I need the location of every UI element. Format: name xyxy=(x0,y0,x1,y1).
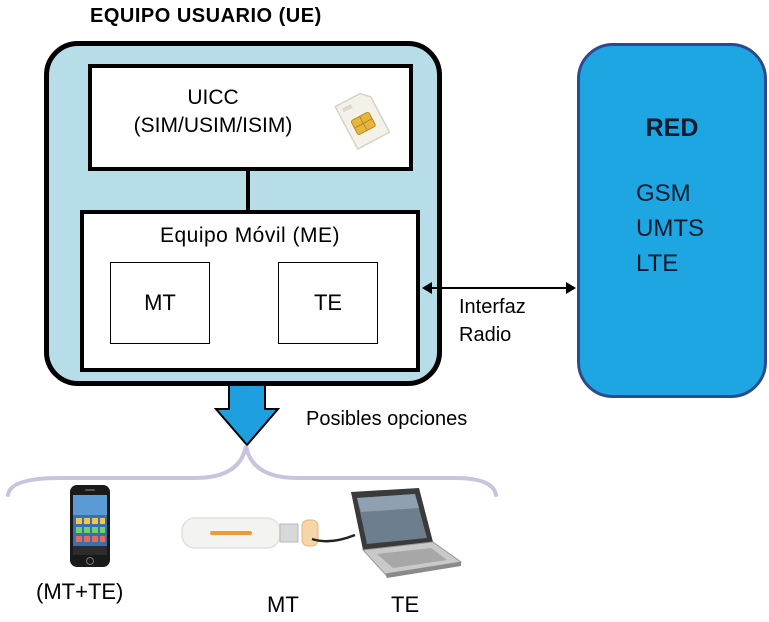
interface-label-line1: Interfaz xyxy=(459,296,526,318)
smartphone-icon xyxy=(70,485,110,567)
cable xyxy=(311,533,356,543)
laptop-label: TE xyxy=(391,592,420,617)
uicc-sublabel: (SIM/USIM/ISIM) xyxy=(133,114,293,137)
mt-box: MT xyxy=(110,262,210,344)
down-arrow xyxy=(214,384,280,447)
uicc-me-connector xyxy=(246,171,250,212)
network-tech-gsm: GSM xyxy=(636,180,691,207)
dongle-label: MT xyxy=(267,592,299,617)
network-tech-umts: UMTS xyxy=(636,215,704,242)
usb-dongle-icon xyxy=(181,517,319,549)
options-label: Posibles opciones xyxy=(306,408,468,430)
sim-card-icon xyxy=(334,92,391,151)
uicc-label: UICC xyxy=(187,86,239,109)
ue-title: EQUIPO USUARIO (UE) xyxy=(90,5,322,27)
options-brace xyxy=(6,445,498,497)
network-tech-lte: LTE xyxy=(636,250,679,277)
phone-label: (MT+TE) xyxy=(36,579,124,604)
radio-interface-arrow xyxy=(422,282,576,294)
network-title: RED xyxy=(645,114,699,142)
laptop-icon xyxy=(351,488,463,578)
me-title: Equipo Móvil (ME) xyxy=(159,224,341,247)
interface-label-line2: Radio xyxy=(459,324,512,346)
network-box xyxy=(577,43,767,398)
te-box: TE xyxy=(278,262,378,344)
